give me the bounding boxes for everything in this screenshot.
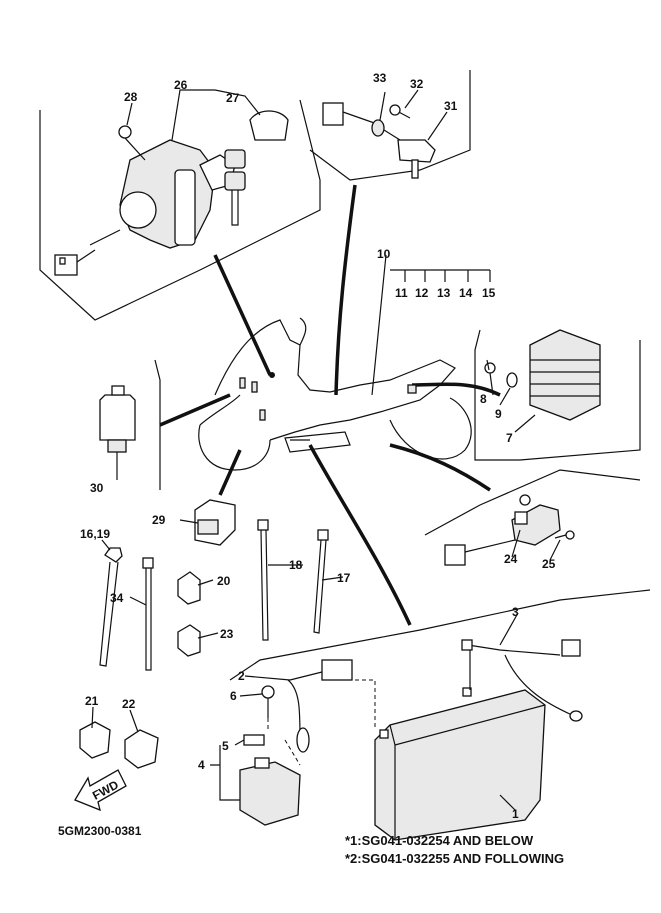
starter-relay-assembly [239,679,376,826]
callout-10: 10 [377,247,391,261]
callout-17: 17 [337,571,351,585]
clamps [79,571,201,769]
fwd-arrow: FWD [74,769,127,812]
note-serial-2: *2:SG041-032255 AND FOLLOWING [345,851,565,866]
main-switch-assembly [54,110,289,276]
rectifier-assembly [484,329,601,421]
callout-6: 6 [230,689,237,703]
callout-11: 11 [395,286,408,300]
callout-15: 15 [482,286,496,300]
callout-23: 23 [220,627,234,641]
callout-34: 34 [110,591,124,605]
switch-assembly-31 [322,102,436,179]
callout-3: 3 [512,605,519,619]
callout-26: 26 [174,78,188,92]
callout-30: 30 [90,481,104,495]
callout-31: 31 [444,99,458,113]
callout-12: 12 [415,286,429,300]
callout-29: 29 [152,513,166,527]
callout-18: 18 [289,558,303,572]
callout-8: 8 [480,392,487,406]
relay-30 [99,385,136,453]
callout-7: 7 [506,431,513,445]
callout-leaders [91,89,561,811]
callout-4: 4 [198,758,205,772]
callout-27: 27 [226,91,240,105]
callout-14: 14 [459,286,473,300]
callout-25: 25 [542,557,556,571]
callout-22: 22 [122,697,136,711]
cable-ties [99,519,329,671]
callout-20: 20 [217,574,231,588]
callout-28: 28 [124,90,138,104]
callout-21: 21 [85,694,99,708]
callout-13: 13 [437,286,451,300]
callout-5: 5 [222,739,229,753]
callout-16-19: 16,19 [80,527,110,541]
callout-1: 1 [512,807,519,821]
note-serial-1: *1:SG041-032254 AND BELOW [345,833,534,848]
relay-29 [194,499,236,546]
callout-32: 32 [410,77,424,91]
callout-33: 33 [373,71,387,85]
callout-9: 9 [495,407,502,421]
leader-lines [159,184,501,626]
panel-outlines [39,70,651,681]
battery-assembly [287,639,583,841]
callout-labels: 1 2 3 4 5 6 7 8 9 10 11 12 13 14 15 16,1… [80,71,556,821]
catalog-code: 5GM2300-0381 [58,824,142,838]
callout-2: 2 [238,669,245,683]
callout-24: 24 [504,552,518,566]
vehicle-silhouette [198,317,472,471]
sensor-24 [444,494,575,566]
